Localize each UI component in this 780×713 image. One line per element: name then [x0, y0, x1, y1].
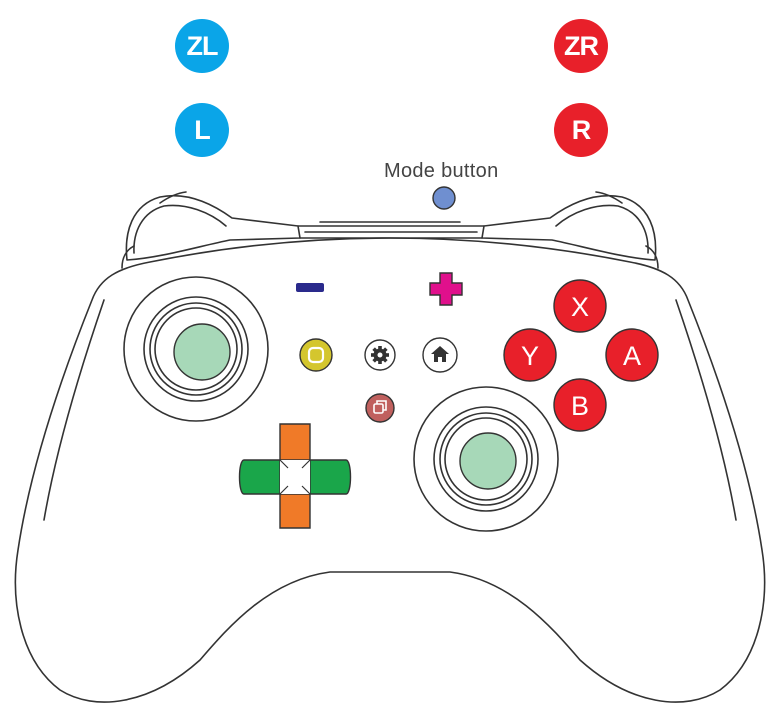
right-thumbstick-cap [459, 432, 517, 490]
dpad-right [309, 459, 352, 495]
dpad-up [279, 423, 311, 461]
b-button-label: B [571, 391, 589, 421]
y-button-label: Y [521, 341, 539, 371]
a-button [605, 328, 659, 382]
l-button-label: L [175, 103, 229, 157]
minus-icon [296, 283, 324, 292]
capture-icon [307, 346, 325, 364]
zl-button-label: ZL [175, 19, 229, 73]
x-button-label: X [571, 292, 589, 322]
mode-button-label: Mode button [384, 160, 499, 182]
dpad-down [279, 493, 311, 529]
plus-icon [429, 272, 463, 306]
r-button-label: R [554, 103, 608, 157]
dpad [238, 423, 352, 529]
gear-icon [371, 346, 389, 364]
home-icon [431, 346, 449, 362]
capture-button [299, 338, 333, 372]
zr-button-label: ZR [554, 19, 608, 73]
x-button [553, 279, 607, 333]
y-button [503, 328, 557, 382]
dpad-left [238, 459, 281, 495]
left-thumbstick-cap [173, 323, 231, 381]
b-button [553, 378, 607, 432]
copy-icon [373, 400, 387, 414]
mode-button [432, 186, 456, 210]
a-button-label: A [623, 341, 641, 371]
